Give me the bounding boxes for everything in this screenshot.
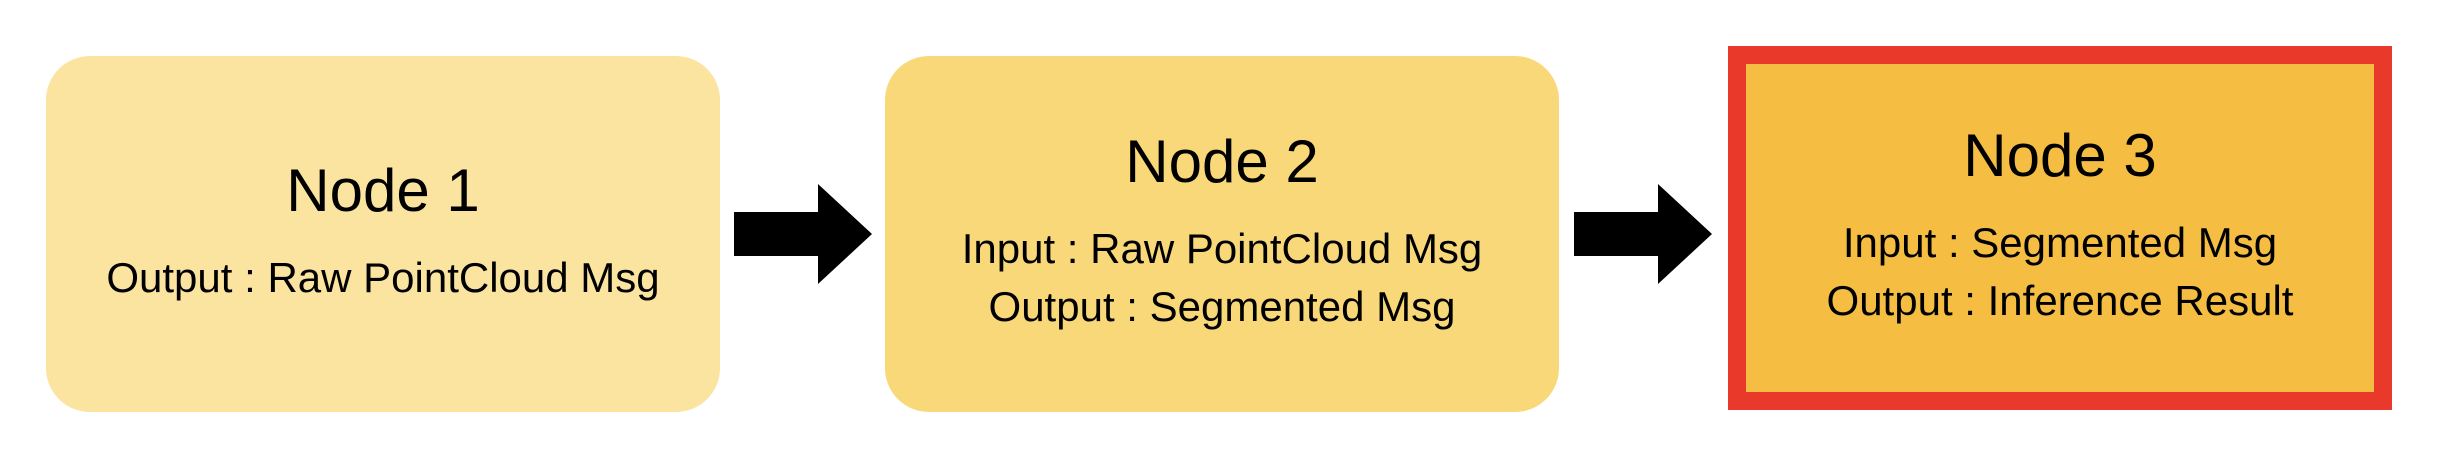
right-arrow-icon	[734, 184, 872, 284]
node-3-title: Node 3	[1963, 122, 2157, 189]
node-2-input-label: Input : Raw PointCloud Msg	[961, 225, 1483, 272]
arrow-2-shape	[1574, 184, 1712, 284]
node-1-title: Node 1	[286, 157, 480, 224]
node-2-title: Node 2	[1125, 128, 1319, 195]
node-3-output-label: Output : Inference Result	[1826, 277, 2294, 324]
node-1-box: Node 1 Output : Raw PointCloud Msg	[46, 56, 720, 412]
node-1-output-label: Output : Raw PointCloud Msg	[106, 254, 660, 301]
right-arrow-icon	[1574, 184, 1712, 284]
node-2-output-label: Output : Segmented Msg	[988, 283, 1456, 330]
node-2-box: Node 2 Input : Raw PointCloud Msg Output…	[885, 56, 1559, 412]
node-3-box: Node 3 Input : Segmented Msg Output : In…	[1728, 46, 2392, 410]
arrow-1-shape	[734, 184, 872, 284]
node-3-input-label: Input : Segmented Msg	[1842, 219, 2278, 266]
